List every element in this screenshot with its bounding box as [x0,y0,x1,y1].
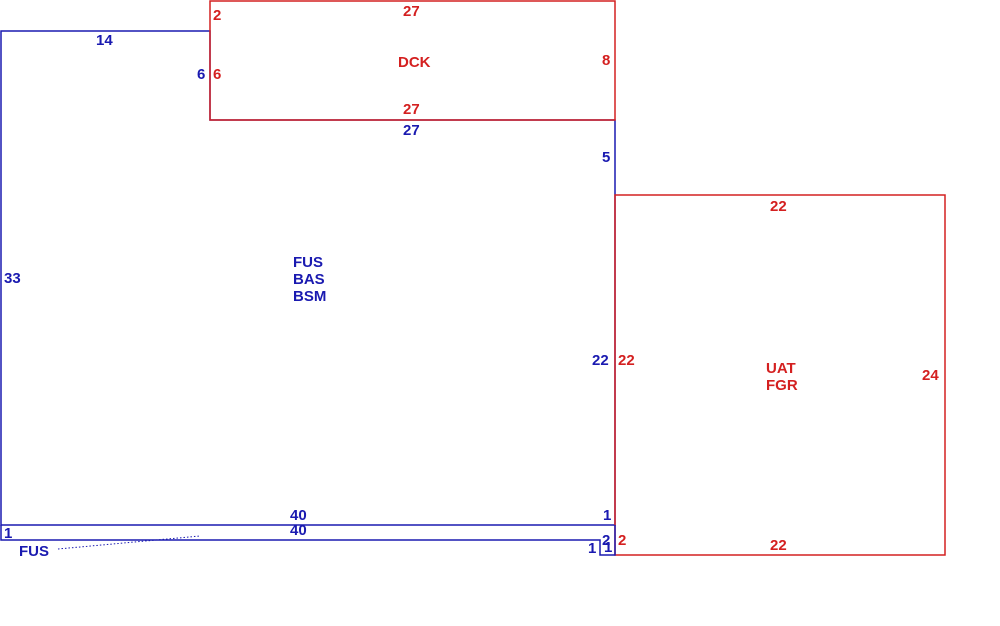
strip-area-name: FUS [19,543,49,560]
strip-dim-right-b: 1 [588,540,596,557]
main-dim-right-lower: 1 [603,507,611,524]
main-dim-right-upper: 5 [602,149,610,166]
main-dim-notch-side: 6 [197,66,205,83]
main-dim-top-left: 14 [96,32,113,49]
deck-dim-top: 27 [403,3,420,20]
main-dim-bottom: 40 [290,507,307,524]
strip-dim-top: 40 [290,522,307,539]
strip-dim-left: 1 [4,525,12,542]
main-area-name-2: BAS [293,271,325,288]
main-dim-right-middle: 22 [592,352,609,369]
garage-dim-corner: 2 [618,532,626,549]
main-area-name-3: BSM [293,288,326,305]
deck-dim-left: 6 [213,66,221,83]
main-area-name-1: FUS [293,254,323,271]
garage-dim-right: 24 [922,367,939,384]
main-dim-left: 33 [4,270,21,287]
garage-dim-left: 22 [618,352,635,369]
garage-area-name-2: FGR [766,377,798,394]
strip-dim-right-c: 1 [604,539,612,556]
deck-dim-bottom: 27 [403,101,420,118]
garage-area-name-1: UAT [766,360,796,377]
strip-dim-right-a: 2 [602,532,610,549]
deck-area-outline[interactable] [209,0,616,121]
deck-dim-right: 8 [602,52,610,69]
deck-area-name: DCK [398,54,431,71]
garage-dim-top: 22 [770,198,787,215]
main-dim-notch-top: 27 [403,122,420,139]
deck-dim-corner: 2 [213,7,221,24]
garage-area-outline[interactable] [614,194,946,556]
strip-area-outline[interactable] [0,525,616,556]
strip-label-pointer [57,535,201,550]
garage-dim-bottom: 22 [770,537,787,554]
